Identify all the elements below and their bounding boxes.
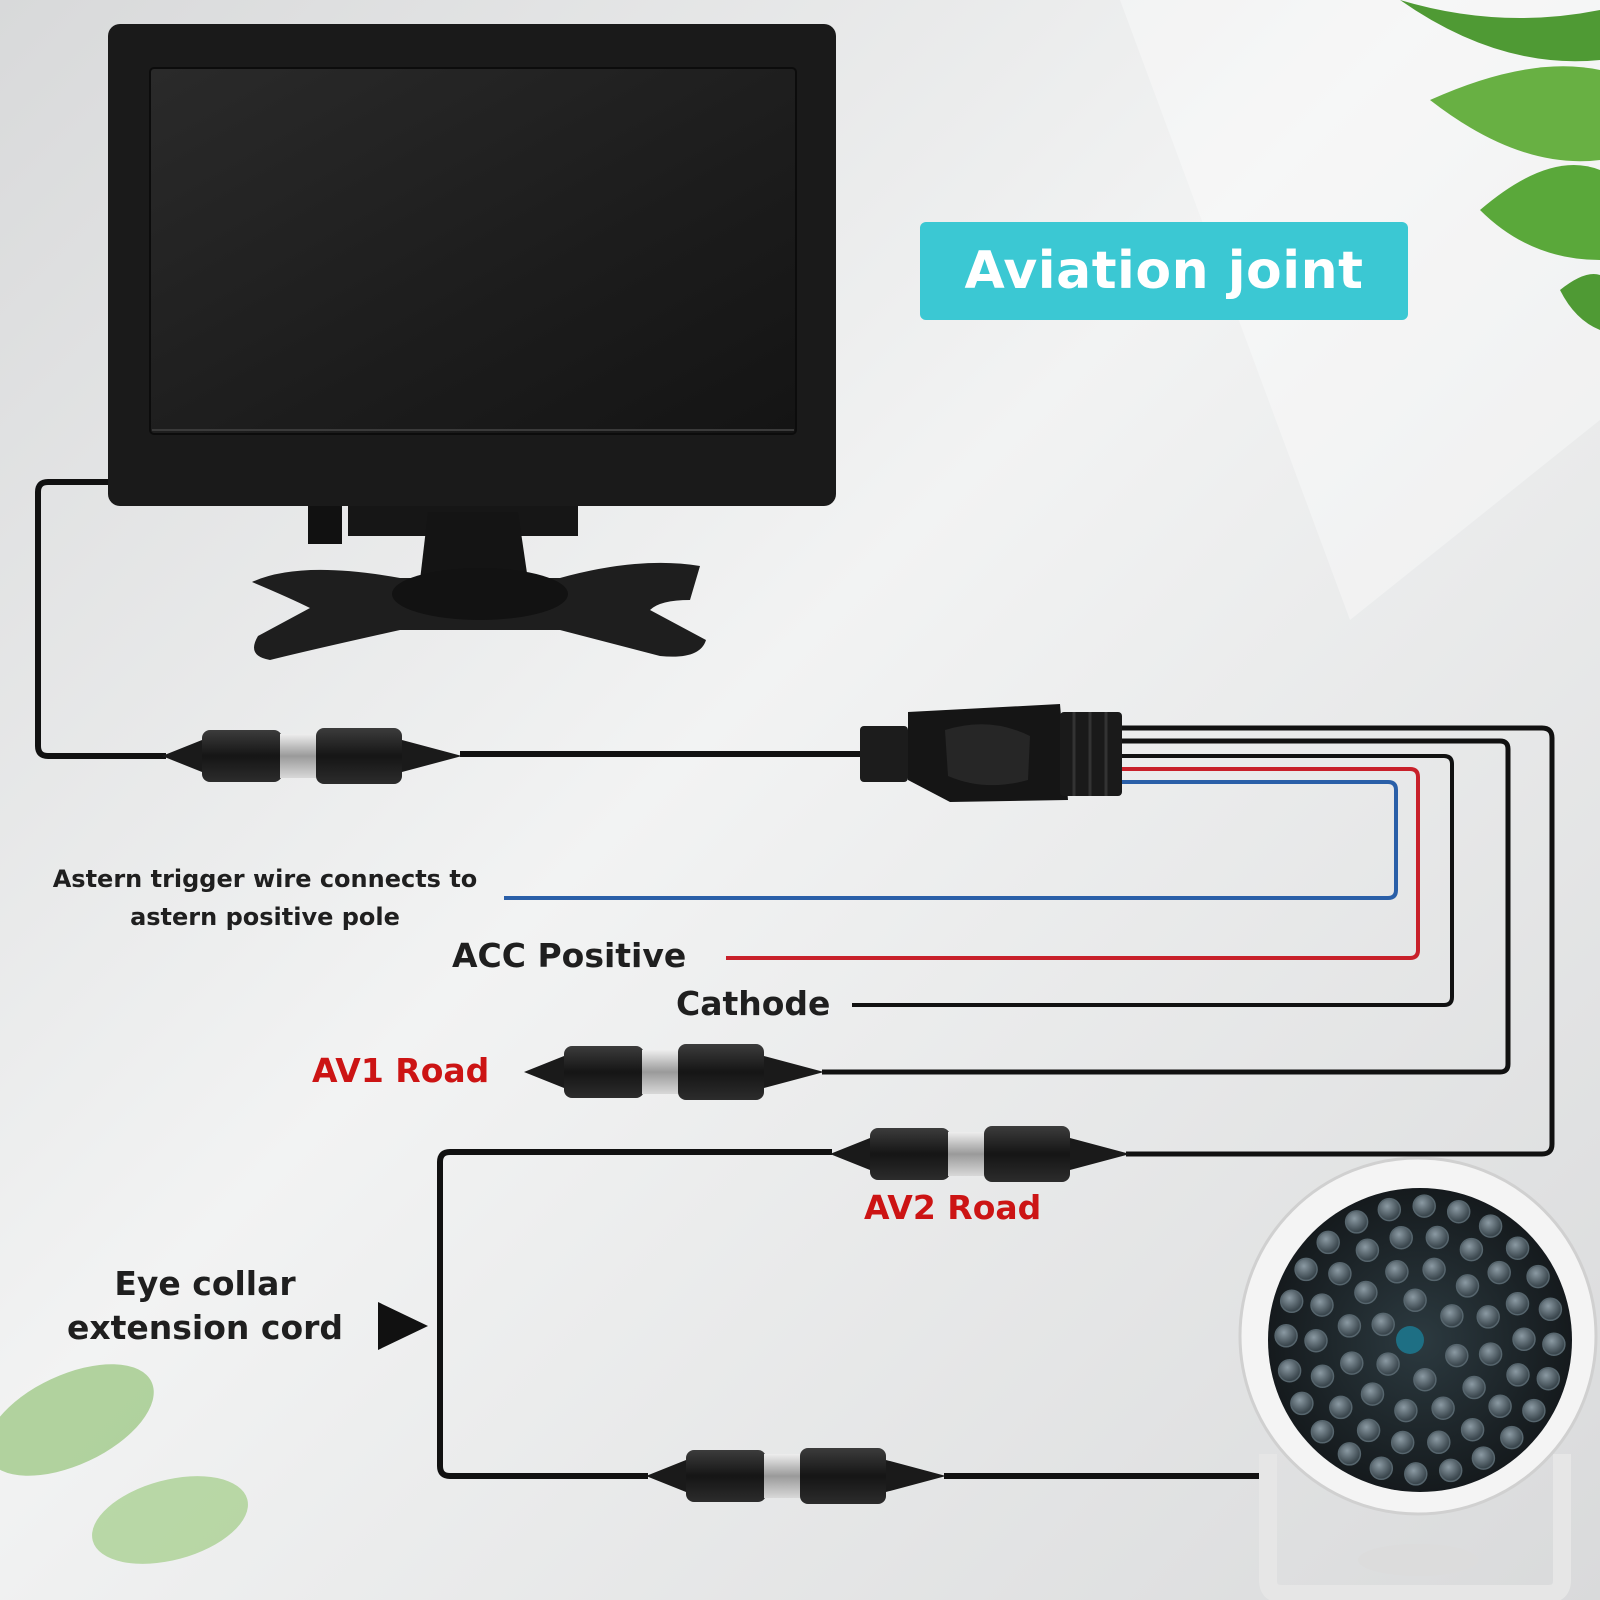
camera-led: [1526, 1264, 1550, 1289]
camera-led: [1403, 1288, 1427, 1313]
camera-led: [1440, 1304, 1464, 1328]
camera-led: [1487, 1260, 1511, 1285]
aviation-connector-icon: [162, 728, 462, 784]
camera-led: [1455, 1274, 1480, 1298]
aviation-connector-av2-icon: [830, 1126, 1130, 1182]
camera-led: [1328, 1261, 1352, 1286]
infrared-camera-icon: [1238, 1156, 1598, 1600]
trigger-wire: [504, 780, 1398, 900]
aviation-joint-badge: Aviation joint: [920, 222, 1408, 320]
camera-led: [1340, 1351, 1364, 1375]
camera-leds: [1274, 1194, 1566, 1486]
camera-led: [1542, 1332, 1566, 1356]
camera-led: [1337, 1442, 1362, 1466]
extension-wire: [437, 1149, 832, 1479]
camera-led: [1316, 1230, 1340, 1255]
astern-trigger-label: Astern trigger wire connects to astern p…: [52, 865, 478, 931]
camera-led: [1413, 1367, 1437, 1392]
camera-led: [1294, 1257, 1318, 1282]
multi-wire-hub-icon: [860, 704, 1122, 802]
camera-led: [1425, 1225, 1450, 1250]
triangle-pointer-icon: [378, 1302, 428, 1350]
camera-led: [1279, 1289, 1304, 1314]
monitor-cable: [35, 479, 166, 759]
camera-led: [1478, 1214, 1503, 1238]
camera-led: [1538, 1297, 1563, 1322]
camera-led: [1412, 1194, 1436, 1218]
camera-led: [1422, 1257, 1446, 1282]
camera-led: [1506, 1363, 1530, 1387]
camera-led: [1356, 1418, 1381, 1443]
camera-led: [1355, 1238, 1380, 1263]
aviation-connector-av1-icon: [524, 1044, 824, 1100]
camera-led: [1290, 1391, 1314, 1416]
camera-led: [1438, 1458, 1463, 1483]
aviation-connector-extension-icon: [646, 1448, 946, 1504]
cathode-wire: [852, 754, 1454, 1007]
av1-wire: [822, 738, 1511, 1075]
camera-led: [1459, 1237, 1484, 1262]
camera-led: [1505, 1291, 1530, 1316]
camera-led: [1478, 1342, 1503, 1366]
camera-led: [1431, 1396, 1455, 1420]
camera-led: [1476, 1305, 1500, 1329]
camera-led: [1427, 1430, 1451, 1455]
camera-led: [1369, 1456, 1394, 1481]
camera-led: [1394, 1398, 1418, 1423]
leaf-decoration-top-right: [1400, 0, 1600, 330]
camera-led: [1304, 1328, 1328, 1353]
camera-led: [1329, 1395, 1353, 1420]
av2-wire: [1120, 725, 1555, 1157]
camera-led: [1536, 1366, 1561, 1391]
camera-led: [1471, 1446, 1496, 1470]
camera-led: [1462, 1375, 1486, 1400]
cathode-label: Cathode: [676, 984, 831, 1023]
camera-led: [1274, 1324, 1298, 1348]
badge-text: Aviation joint: [964, 241, 1364, 301]
camera-led: [1360, 1382, 1385, 1406]
camera-led: [1376, 1352, 1400, 1376]
wires: [35, 479, 1555, 1479]
camera-led: [1500, 1425, 1524, 1450]
camera-led: [1390, 1430, 1415, 1455]
camera-led: [1344, 1210, 1369, 1234]
acc-positive-label: ACC Positive: [452, 936, 687, 975]
av2-road-label: AV2 Road: [864, 1188, 1042, 1227]
camera-led: [1310, 1420, 1335, 1444]
camera-led: [1512, 1327, 1536, 1352]
car-monitor-icon: [108, 24, 836, 660]
eye-collar-label: Eye collar extension cord: [66, 1264, 344, 1347]
camera-led: [1371, 1312, 1395, 1337]
camera-led: [1445, 1343, 1469, 1368]
camera-led: [1377, 1197, 1402, 1222]
camera-led: [1337, 1314, 1362, 1338]
camera-led: [1404, 1462, 1428, 1486]
acc-wire: [726, 767, 1420, 960]
camera-led: [1277, 1358, 1302, 1383]
camera-led: [1310, 1293, 1334, 1317]
camera-led: [1522, 1398, 1546, 1423]
av1-road-label: AV1 Road: [312, 1051, 490, 1090]
camera-led: [1446, 1199, 1471, 1224]
camera-led: [1310, 1364, 1335, 1389]
leaf-decoration-bottom-left: [0, 1364, 248, 1564]
camera-led: [1354, 1280, 1378, 1305]
camera-led: [1385, 1260, 1409, 1284]
camera-led: [1460, 1417, 1485, 1442]
camera-led: [1505, 1236, 1530, 1260]
camera-led: [1488, 1394, 1512, 1419]
camera-led: [1389, 1225, 1413, 1250]
